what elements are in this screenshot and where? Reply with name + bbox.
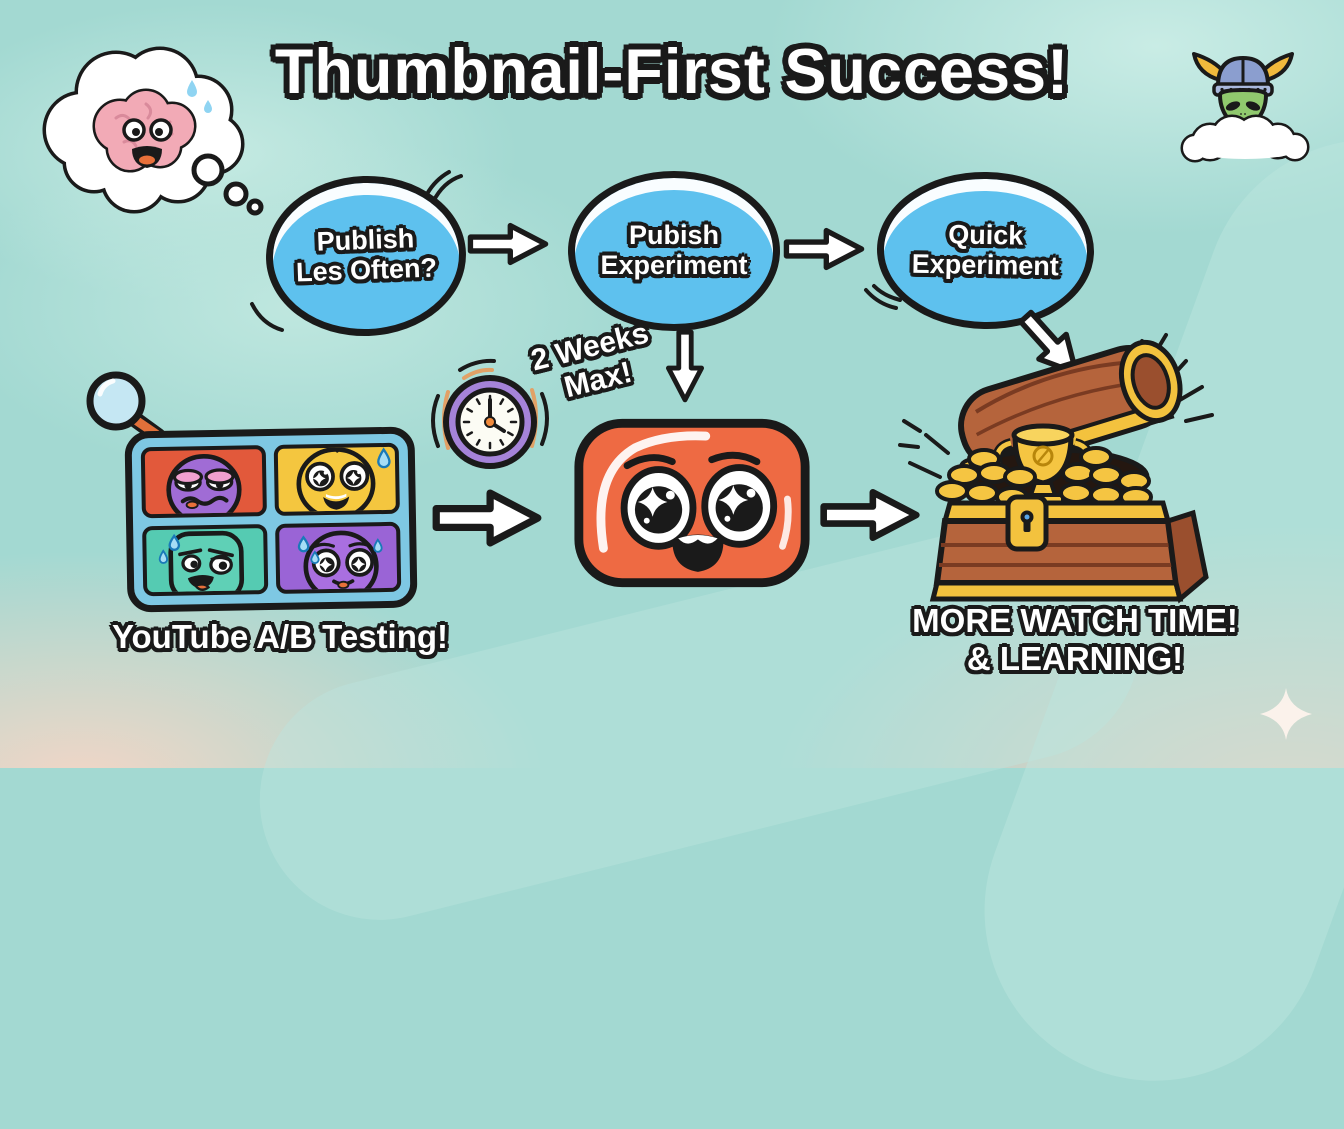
- bubble-label: Pubish Experiment: [600, 221, 747, 280]
- caption-line: & LEARNING!: [966, 640, 1184, 678]
- caption-line: YouTube A/B Testing!: [111, 618, 449, 655]
- face-excited-icon: [296, 447, 391, 516]
- thought-dots: [191, 153, 264, 216]
- arrow-right-icon: [467, 222, 549, 266]
- flow-bubble-publish-experiment: Pubish Experiment: [568, 171, 780, 331]
- face-nervous-icon: [297, 530, 383, 594]
- face-skeptical-icon: [158, 530, 245, 597]
- youtube-thumbnail-character-icon: [574, 418, 810, 588]
- motion-marks-icon: [864, 284, 902, 310]
- bubble-label: Publish Les Often?: [294, 224, 437, 288]
- outcome-caption: MORE WATCH TIME! & LEARNING!: [855, 602, 1295, 679]
- treasure-chest-icon: [898, 333, 1214, 604]
- thumbnail-variant-a: [140, 445, 267, 518]
- arrow-right-icon: [820, 489, 920, 541]
- viking-helmet-icon: [1192, 52, 1294, 97]
- motion-marks-icon: [425, 170, 463, 204]
- ab-test-grid: [124, 426, 418, 613]
- motion-marks-icon: [250, 302, 284, 332]
- bubble-line: Les Often?: [295, 252, 438, 288]
- sweat-drops-icon: [187, 80, 212, 113]
- bubble-line: Experiment: [911, 248, 1060, 281]
- mouth: [672, 534, 724, 572]
- chest-lock-icon: [1005, 494, 1049, 552]
- sparkly-eye-icon: [620, 466, 697, 550]
- face-tired-icon: [166, 454, 242, 518]
- thumbnail-variant-c: [142, 523, 269, 597]
- arrow-right-icon: [783, 227, 865, 271]
- arrow-down-icon: [666, 329, 704, 403]
- sparkly-eye-icon: [701, 464, 778, 548]
- brain-icon: [92, 88, 197, 173]
- ab-testing-caption: YouTube A/B Testing!: [100, 618, 460, 656]
- bubble-line: Pubish: [628, 220, 719, 251]
- page-title: Thumbnail-First Success!: [274, 37, 1070, 107]
- thought-cloud-icon: [42, 46, 264, 216]
- bubble-line: Experiment: [600, 250, 748, 280]
- caption-line: MORE WATCH TIME!: [912, 602, 1238, 639]
- sparkle-icon: [1260, 688, 1312, 740]
- bubble-label: Quick Experiment: [911, 219, 1060, 282]
- alien-viking-icon: [1180, 52, 1310, 163]
- clock-icon: [431, 358, 549, 469]
- arrow-right-icon: [432, 489, 542, 547]
- bubble-line: Quick: [948, 219, 1024, 251]
- thumbnail-variant-d: [275, 521, 402, 594]
- thumbnail-variant-b: [273, 442, 400, 516]
